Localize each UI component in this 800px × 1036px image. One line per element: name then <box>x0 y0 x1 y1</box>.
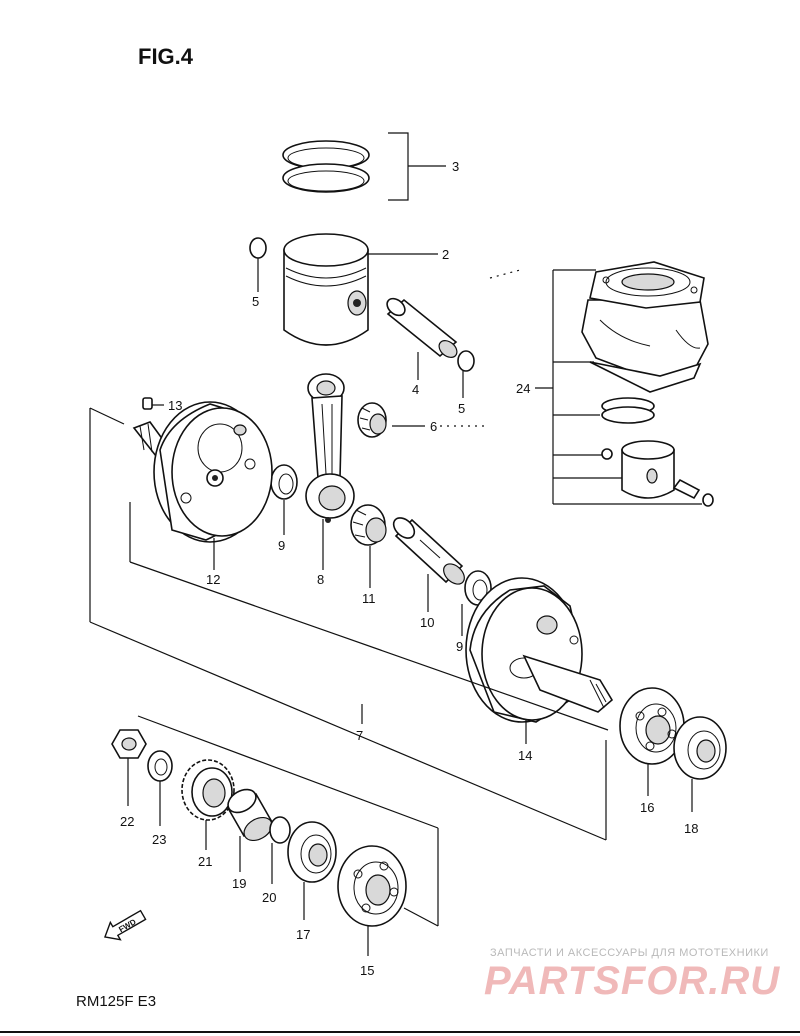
ring-bracket <box>388 132 409 201</box>
callout-9-left: 9 <box>278 538 285 553</box>
mini-circlip <box>601 448 613 460</box>
cylinder-base-gasket <box>589 361 702 393</box>
shaft-key <box>142 397 153 410</box>
callout-10: 10 <box>420 615 434 630</box>
primary-drive-gear <box>181 759 235 821</box>
callout-18: 18 <box>684 821 698 836</box>
thrust-washer-left <box>270 464 298 500</box>
mini-circlip-right <box>702 493 714 507</box>
mini-piston <box>621 440 675 499</box>
piston <box>283 233 369 346</box>
needle-bearing-big <box>350 504 387 546</box>
oil-seal-left <box>287 821 337 883</box>
mini-piston-pin <box>672 478 701 500</box>
callout-6: 6 <box>430 419 437 434</box>
figure-title: FIG.4 <box>138 44 194 69</box>
callout-12: 12 <box>206 572 220 587</box>
callout-20: 20 <box>262 890 276 905</box>
needle-bearing-small <box>357 402 387 438</box>
circlip-left <box>249 237 267 259</box>
callout-13: 13 <box>168 398 182 413</box>
piston-pin <box>386 297 458 358</box>
mini-piston-rings <box>601 397 655 424</box>
crank-bearing-left <box>337 845 407 927</box>
callout-7: 7 <box>356 728 363 743</box>
washer <box>147 750 173 782</box>
callout-5-left: 5 <box>252 294 259 309</box>
circlip-right <box>457 350 475 372</box>
watermark-brand: PARTSFOR.RU <box>484 959 780 1003</box>
leader-24-dashed <box>489 269 521 279</box>
callout-21: 21 <box>198 854 212 869</box>
cylinder <box>581 261 709 383</box>
callout-9-right: 9 <box>456 639 463 654</box>
crank-bearing-right <box>619 687 685 765</box>
callout-14: 14 <box>518 748 532 763</box>
callout-23: 23 <box>152 832 166 847</box>
hex-nut <box>111 729 147 759</box>
callout-2: 2 <box>442 247 449 262</box>
callout-4: 4 <box>412 382 419 397</box>
spacer <box>226 788 274 842</box>
callout-5-right: 5 <box>458 401 465 416</box>
watermark-tagline: ЗАПЧАСТИ И АКСЕССУАРЫ ДЛЯ МОТОТЕХНИКИ <box>490 947 769 959</box>
callout-11: 11 <box>362 591 376 606</box>
cylinder-set-bracket <box>535 269 702 505</box>
crank-pin <box>392 517 465 585</box>
fwd-arrow-icon: FWD <box>104 909 147 941</box>
callout-16: 16 <box>640 800 654 815</box>
callout-8: 8 <box>317 572 324 587</box>
connecting-rod <box>305 373 355 523</box>
model-code: RM125F E3 <box>76 993 156 1010</box>
piston-rings <box>282 140 370 193</box>
callout-19: 19 <box>232 876 246 891</box>
callout-3: 3 <box>452 159 459 174</box>
callout-15: 15 <box>360 963 374 978</box>
o-ring <box>269 816 291 844</box>
crankshaft-left <box>132 401 273 543</box>
callout-17: 17 <box>296 927 310 942</box>
callout-22: 22 <box>120 814 134 829</box>
lower-stack-bracket <box>137 715 439 927</box>
crankshaft-right <box>465 577 614 723</box>
crankshaft-assembly-bracket <box>89 407 609 841</box>
oil-seal-right <box>673 716 727 780</box>
callout-24: 24 <box>516 381 530 396</box>
